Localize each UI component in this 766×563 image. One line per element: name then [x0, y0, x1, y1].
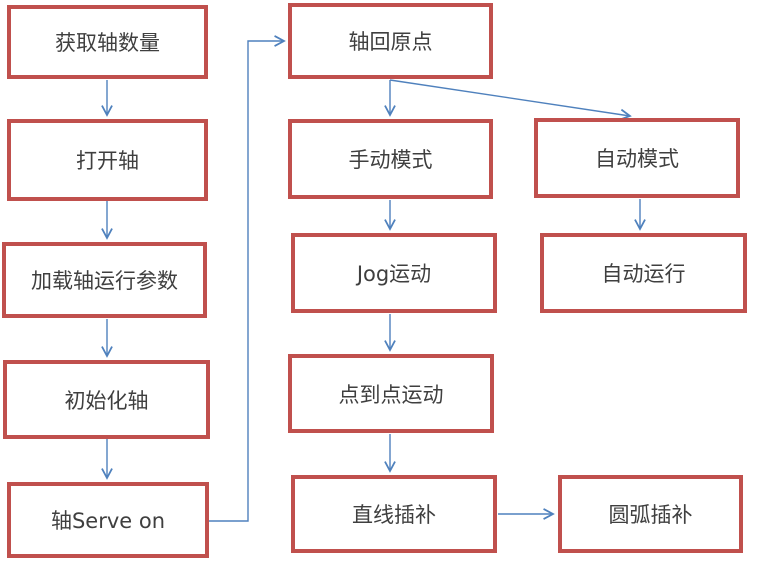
node-auto-mode-label: 自动模式 [595, 147, 679, 171]
node-init-axis: 初始化轴 [3, 360, 210, 439]
node-get-axis-count: 获取轴数量 [7, 5, 208, 79]
node-linear-interpolation: 直线插补 [291, 475, 497, 553]
node-manual-mode-label: 手动模式 [348, 148, 433, 172]
node-open-axis: 打开轴 [7, 119, 208, 201]
node-manual-mode: 手动模式 [288, 119, 493, 199]
node-ptp-motion: 点到点运动 [288, 354, 494, 433]
node-jog-motion-label: Jog运动 [356, 262, 432, 286]
node-load-axis-params: 加载轴运行参数 [2, 242, 207, 318]
node-get-axis-count-label: 获取轴数量 [55, 31, 160, 55]
node-axis-servo-on: 轴Serve on [7, 482, 209, 558]
node-jog-motion: Jog运动 [291, 233, 497, 313]
edge-axis-servo-on-to-axis-home [209, 35, 286, 522]
node-axis-home: 轴回原点 [288, 3, 493, 79]
node-load-axis-params-label: 加载轴运行参数 [31, 269, 178, 293]
node-axis-home-label: 轴回原点 [348, 30, 433, 54]
node-auto-run: 自动运行 [540, 233, 747, 313]
node-auto-run-label: 自动运行 [601, 262, 686, 286]
node-axis-servo-on-label: 轴Serve on [50, 509, 166, 533]
node-ptp-motion-label: 点到点运动 [338, 382, 444, 407]
node-open-axis-label: 打开轴 [76, 149, 139, 173]
node-arc-interpolation: 圆弧插补 [558, 475, 743, 553]
node-linear-interpolation-label: 直线插补 [352, 503, 436, 527]
edge-axis-home-to-auto-mode [389, 79, 632, 121]
node-init-axis-label: 初始化轴 [64, 388, 149, 413]
node-auto-mode: 自动模式 [534, 118, 740, 198]
node-arc-interpolation-label: 圆弧插补 [608, 503, 693, 527]
